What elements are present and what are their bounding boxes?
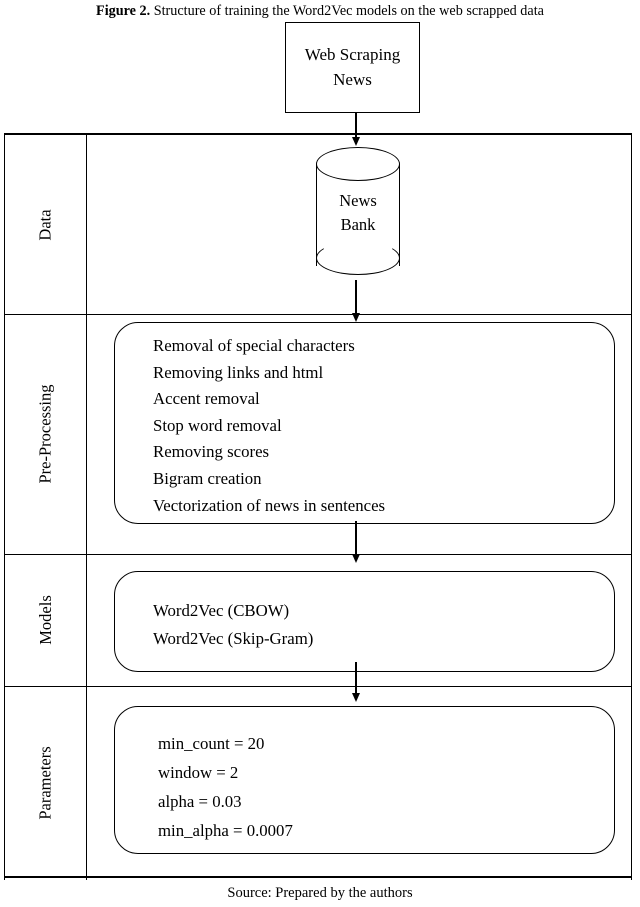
- news-bank-database-icon: News Bank: [316, 147, 400, 283]
- arrow-scrape-to-bank-icon: [352, 113, 360, 147]
- table-row-preprocessing: Pre-Processing Removal of special charac…: [4, 314, 632, 554]
- figure-caption: Figure 2. Structure of training the Word…: [0, 0, 640, 22]
- row-label-cell-parameters: Parameters: [4, 686, 87, 880]
- arrow-shaft: [355, 662, 357, 696]
- preprocessing-item: Vectorization of news in sentences: [153, 495, 386, 515]
- arrow-shaft: [355, 113, 357, 139]
- arrow-head: [352, 554, 360, 563]
- table-row-parameters: Parameters min_count = 20 window = 2 alp…: [4, 686, 632, 880]
- row-label-cell-preprocessing: Pre-Processing: [4, 314, 87, 554]
- arrow-bank-to-preprocessing-icon: [352, 280, 360, 324]
- arrow-models-to-parameters-icon: [352, 662, 360, 704]
- row-label-data: Data: [35, 208, 55, 241]
- preprocessing-item: Stop word removal: [153, 415, 282, 435]
- web-scraping-news-line-2: News: [333, 69, 372, 89]
- pipeline-table: Data News Bank Pre-Processing Removal of…: [4, 133, 632, 880]
- news-bank-label: News Bank: [316, 189, 400, 237]
- arrow-shaft: [355, 280, 357, 316]
- row-divider-models-parameters: [4, 686, 632, 687]
- source-note: Source: Prepared by the authors: [227, 885, 413, 901]
- row-content-models: Word2Vec (CBOW) Word2Vec (Skip-Gram): [87, 554, 632, 686]
- row-label-parameters: Parameters: [35, 746, 55, 820]
- row-label-models: Models: [35, 595, 55, 645]
- parameter-item: window = 2: [158, 763, 239, 782]
- row-divider-preprocessing-models: [4, 554, 632, 555]
- arrow-shaft: [355, 521, 357, 557]
- table-row-models: Models Word2Vec (CBOW) Word2Vec (Skip-Gr…: [4, 554, 632, 686]
- row-label-cell-models: Models: [4, 554, 87, 686]
- arrow-head: [352, 137, 360, 146]
- cylinder-bottom-ellipse: [316, 241, 400, 275]
- parameter-item: min_alpha = 0.0007: [158, 821, 293, 840]
- preprocessing-item: Accent removal: [153, 389, 260, 409]
- web-scraping-news-line-1: Web Scraping: [304, 45, 401, 65]
- arrow-head: [352, 313, 360, 322]
- parameter-item: alpha = 0.03: [158, 792, 242, 811]
- row-divider-data-preprocessing: [4, 314, 632, 315]
- row-content-data: News Bank: [87, 135, 632, 314]
- cylinder-top-ellipse: [316, 147, 400, 181]
- arrow-head: [352, 693, 360, 702]
- parameters-box: min_count = 20 window = 2 alpha = 0.03 m…: [114, 706, 615, 854]
- row-label-preprocessing: Pre-Processing: [35, 384, 55, 484]
- table-row-data: Data News Bank: [4, 135, 632, 314]
- preprocessing-item: Removing links and html: [153, 362, 324, 382]
- figure-caption-label: Figure 2.: [96, 3, 151, 19]
- preprocessing-item: Removal of special characters: [153, 336, 355, 355]
- arrow-preprocessing-to-models-icon: [352, 521, 360, 565]
- parameter-item: min_count = 20: [158, 734, 265, 753]
- figure-caption-text: Structure of training the Word2Vec model…: [153, 3, 544, 19]
- preprocessing-item: Bigram creation: [153, 468, 262, 488]
- news-bank-line-1: News: [339, 191, 377, 210]
- preprocessing-item: Removing scores: [153, 442, 270, 462]
- row-label-cell-data: Data: [4, 135, 87, 314]
- row-content-parameters: min_count = 20 window = 2 alpha = 0.03 m…: [87, 686, 632, 880]
- news-bank-line-2: Bank: [340, 214, 376, 234]
- model-item: Word2Vec (CBOW): [153, 601, 290, 620]
- models-box: Word2Vec (CBOW) Word2Vec (Skip-Gram): [114, 571, 615, 672]
- web-scraping-news-box: Web Scraping News: [285, 22, 420, 113]
- preprocessing-steps-box: Removal of special characters Removing l…: [114, 322, 615, 524]
- row-content-preprocessing: Removal of special characters Removing l…: [87, 314, 632, 554]
- model-item: Word2Vec (Skip-Gram): [153, 629, 314, 648]
